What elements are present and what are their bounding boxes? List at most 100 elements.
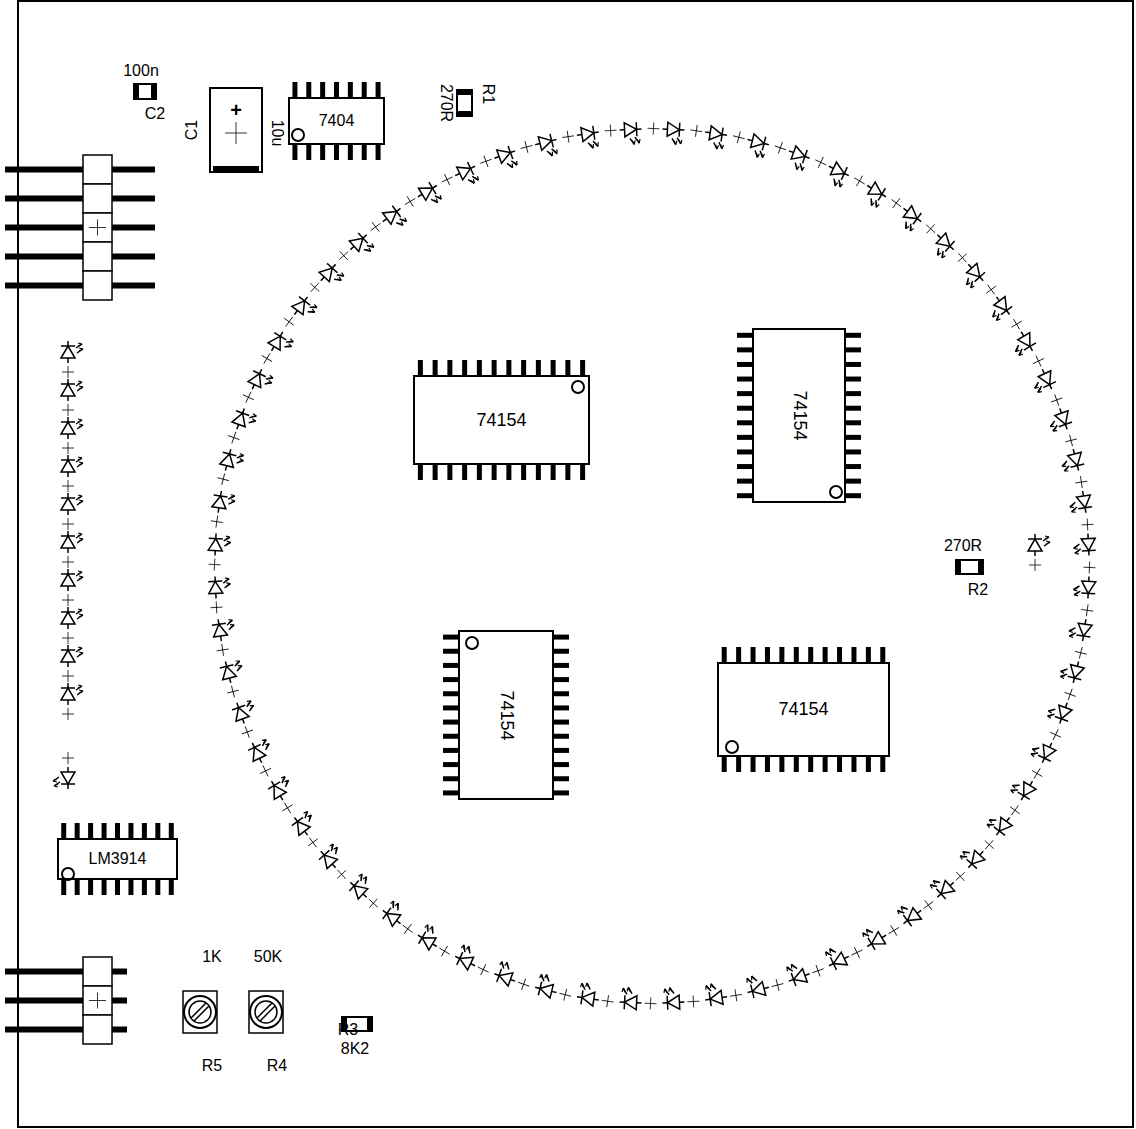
ref-designator: R3 [338, 1022, 358, 1038]
bar-led [61, 417, 83, 454]
value-label: 1K [202, 949, 222, 965]
ring-led [492, 960, 534, 993]
ring-led [306, 260, 347, 302]
ring-led [215, 447, 245, 488]
ring-led [860, 915, 903, 953]
ring-led [688, 123, 728, 150]
ring-led [414, 922, 457, 960]
smd-capacitor [134, 84, 156, 99]
ring-led [379, 898, 422, 938]
pin-header [5, 957, 127, 1044]
ring-led [335, 230, 377, 271]
ring-led [1029, 723, 1065, 766]
ring-led [822, 936, 865, 972]
ring-led [280, 293, 320, 336]
ring-led [258, 328, 296, 371]
ic-package: 74154 [413, 375, 590, 465]
ic-part-number: 74154 [496, 690, 517, 740]
ring-led [770, 139, 812, 172]
ring-led [703, 980, 743, 1007]
ring-led [207, 533, 231, 571]
ring-led [452, 943, 495, 979]
pin1-marker [291, 128, 305, 142]
ic-package: 74154 [458, 630, 554, 800]
ring-led [266, 774, 304, 817]
ring-led [533, 973, 574, 1003]
ring-led [916, 220, 958, 261]
ring-led [246, 736, 282, 779]
board-outline [18, 1, 1133, 1127]
ring-led [211, 617, 238, 657]
value-label: 270R [438, 84, 454, 122]
ic-package: 7404 [288, 97, 385, 145]
ring-led [561, 125, 601, 152]
ref-designator: R2 [968, 582, 988, 598]
value-label: 10u [269, 120, 285, 147]
ring-led [895, 889, 938, 929]
ring-led [809, 154, 852, 190]
value-label: 100n [123, 63, 159, 79]
ring-led [847, 172, 890, 210]
ring-led [729, 129, 770, 159]
ring-led [225, 406, 258, 448]
ref-designator: R4 [267, 1058, 287, 1074]
bar-led [53, 752, 75, 789]
ring-led [1022, 353, 1058, 396]
pin1-marker [61, 867, 75, 881]
trimmer-potentiometer [183, 991, 217, 1033]
ref-designator: R5 [202, 1058, 222, 1074]
ring-led [1008, 761, 1046, 804]
ic-part-number: LM3914 [89, 850, 147, 868]
ring-led [1073, 561, 1097, 599]
ring-led [478, 144, 520, 177]
ring-led [927, 861, 969, 902]
ring-led [744, 969, 785, 999]
pin1-marker [465, 636, 479, 650]
ring-led [957, 830, 998, 872]
ring-led [401, 180, 444, 218]
indicator-led [1028, 534, 1050, 571]
ring-led [230, 698, 263, 740]
ref-designator: C2 [145, 106, 165, 122]
ring-led [1072, 518, 1096, 556]
smd-resistor [457, 90, 472, 116]
ring-led [1059, 643, 1089, 684]
bar-led [61, 493, 83, 530]
ring-led [576, 982, 616, 1009]
ring-led [289, 809, 329, 852]
ic-part-number: 7404 [319, 112, 355, 130]
ic-package: 74154 [752, 328, 846, 503]
value-label: 50K [254, 949, 282, 965]
smd-resistor [956, 560, 983, 574]
ring-led [604, 122, 642, 146]
ring-led [883, 194, 926, 234]
ring-led [619, 987, 657, 1011]
bar-led [61, 683, 83, 720]
ring-led [519, 133, 560, 163]
ic-package: LM3914 [57, 838, 178, 880]
pin1-marker [571, 380, 585, 394]
ring-led [209, 490, 236, 530]
ring-led [316, 841, 357, 883]
ring-led [1055, 433, 1085, 474]
ring-led [367, 203, 410, 243]
bar-led [61, 455, 83, 492]
bar-led [61, 379, 83, 416]
ring-led [439, 160, 482, 196]
value-label: 270R [944, 538, 982, 554]
pin1-marker [725, 740, 739, 754]
ring-led [784, 955, 826, 988]
polarity-mark: + [230, 100, 242, 120]
ring-led [1066, 475, 1093, 515]
bar-led [61, 341, 83, 378]
ring-led [984, 797, 1024, 840]
ring-led [647, 121, 685, 145]
bar-led [61, 531, 83, 568]
pin-header [5, 155, 155, 300]
ring-led [947, 249, 988, 291]
bar-led [61, 569, 83, 606]
ring-led [208, 576, 232, 614]
ic-package: 74154 [717, 662, 890, 757]
